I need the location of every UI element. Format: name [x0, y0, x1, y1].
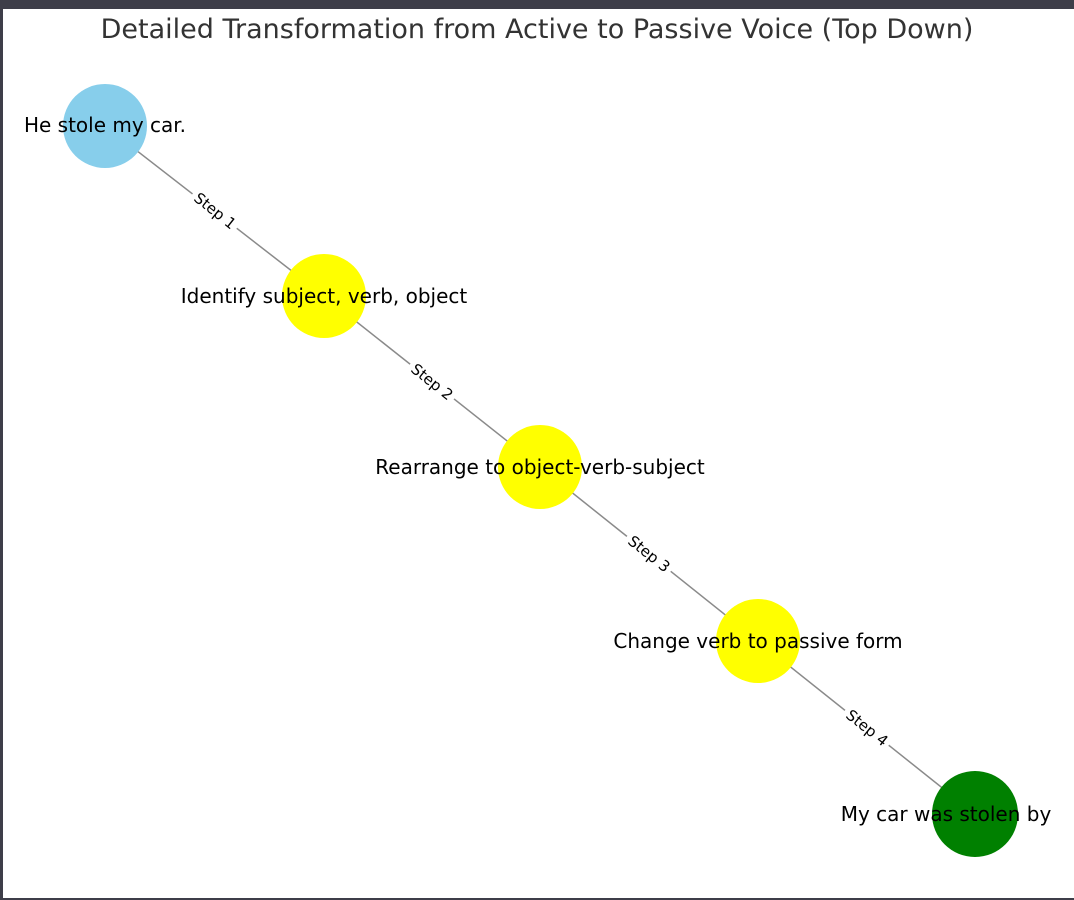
window-frame-top [0, 0, 1074, 9]
node-circle-step-2 [498, 425, 582, 509]
node-circle-step-1 [282, 254, 366, 338]
window-frame-left [0, 0, 3, 900]
node-circle-step-3 [716, 599, 800, 683]
node-label-active-sentence: He stole my car. [23, 113, 187, 137]
figure-title: Detailed Transformation from Active to P… [100, 14, 974, 45]
node-label-step-2: Rearrange to object-verb-subject [375, 455, 705, 479]
node-label-step-3: Change verb to passive form [613, 629, 903, 653]
node-label-passive-sentence: My car was stolen by [840, 802, 1052, 826]
node-circle-passive-sentence [932, 771, 1018, 857]
window-frame-bottom [0, 898, 1074, 900]
node-circle-active-sentence [63, 84, 147, 168]
node-label-step-1: Identify subject, verb, object [180, 284, 468, 308]
